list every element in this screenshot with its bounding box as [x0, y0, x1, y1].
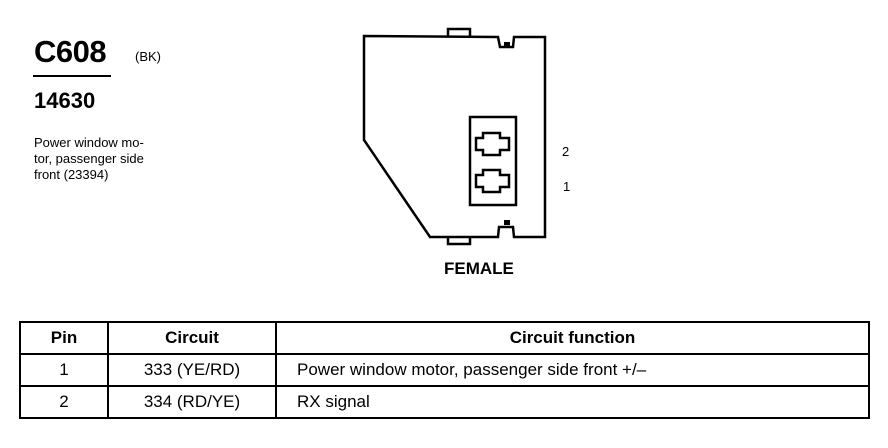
description-line: tor, passenger side [34, 151, 144, 166]
cavity-pin-2 [474, 131, 511, 157]
title-divider [33, 75, 111, 77]
header-circuit: Circuit [107, 321, 277, 355]
connector-housing [362, 34, 547, 239]
function-cell: RX signal [275, 385, 870, 419]
connector-description: Power window mo- tor, passenger side fro… [34, 135, 184, 183]
top-latch-tab [446, 27, 472, 37]
header-pin: Pin [19, 321, 109, 355]
circuit-cell: 334 (RD/YE) [107, 385, 277, 419]
pin-cell: 1 [19, 353, 109, 387]
function-cell: Power window motor, passenger side front… [275, 353, 870, 387]
cavity-label-2: 2 [562, 144, 570, 159]
connector-gender: FEMALE [444, 259, 514, 278]
connector-code: C608 [34, 34, 107, 69]
description-line: Power window mo- [34, 135, 144, 150]
part-number: 14630 [34, 88, 96, 113]
table-header-row: Pin Circuit Circuit function [19, 321, 870, 355]
pin-cell: 2 [19, 385, 109, 419]
header-circuit-function: Circuit function [275, 321, 870, 355]
cavity-pin-1 [474, 168, 511, 194]
description-line: front (23394) [34, 167, 109, 182]
lock-notch-bottom [504, 220, 510, 225]
circuit-cell: 333 (YE/RD) [107, 353, 277, 387]
bottom-latch-tab [446, 237, 472, 246]
lock-notch-top [504, 42, 510, 47]
table-row: 2 334 (RD/YE) RX signal [19, 385, 870, 419]
cavity-label-1: 1 [563, 179, 571, 194]
pinout-table: Pin Circuit Circuit function 1 333 (YE/R… [19, 321, 870, 419]
table-row: 1 333 (YE/RD) Power window motor, passen… [19, 353, 870, 387]
cavity-block [468, 115, 518, 207]
connector-color: (BK) [135, 49, 161, 64]
